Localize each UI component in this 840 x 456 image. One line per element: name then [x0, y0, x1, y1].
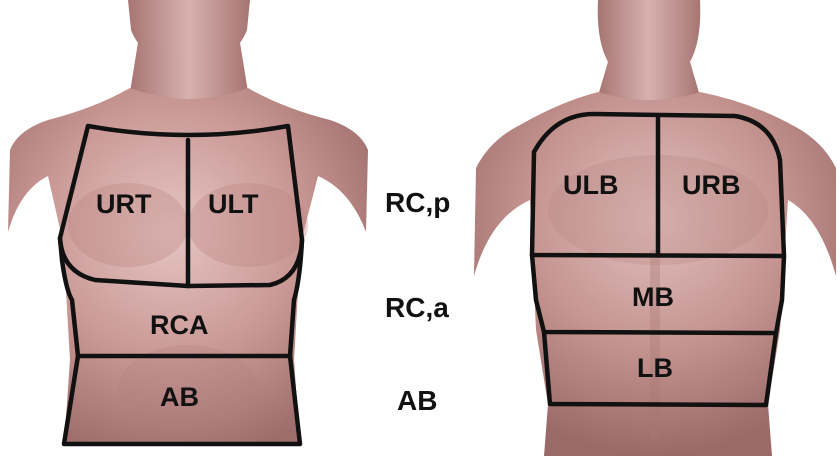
- label-rc-p: RC,p: [385, 187, 450, 218]
- region-label-urb: URB: [682, 170, 741, 200]
- label-rc-a: RC,a: [385, 292, 449, 323]
- region-label-lb: LB: [637, 353, 673, 383]
- front-torso-figure: [8, 0, 368, 446]
- region-label-mb: MB: [632, 282, 674, 312]
- region-label-urt: URT: [96, 189, 152, 219]
- label-ab: AB: [397, 385, 437, 416]
- back-neck: [598, 55, 700, 101]
- back-head: [598, 0, 701, 62]
- region-label-ult: ULT: [208, 189, 259, 219]
- region-label-rca: RCA: [150, 310, 209, 340]
- region-label-ab-front: AB: [160, 382, 199, 412]
- back-torso-figure: [474, 0, 836, 456]
- region-label-ulb: ULB: [563, 170, 619, 200]
